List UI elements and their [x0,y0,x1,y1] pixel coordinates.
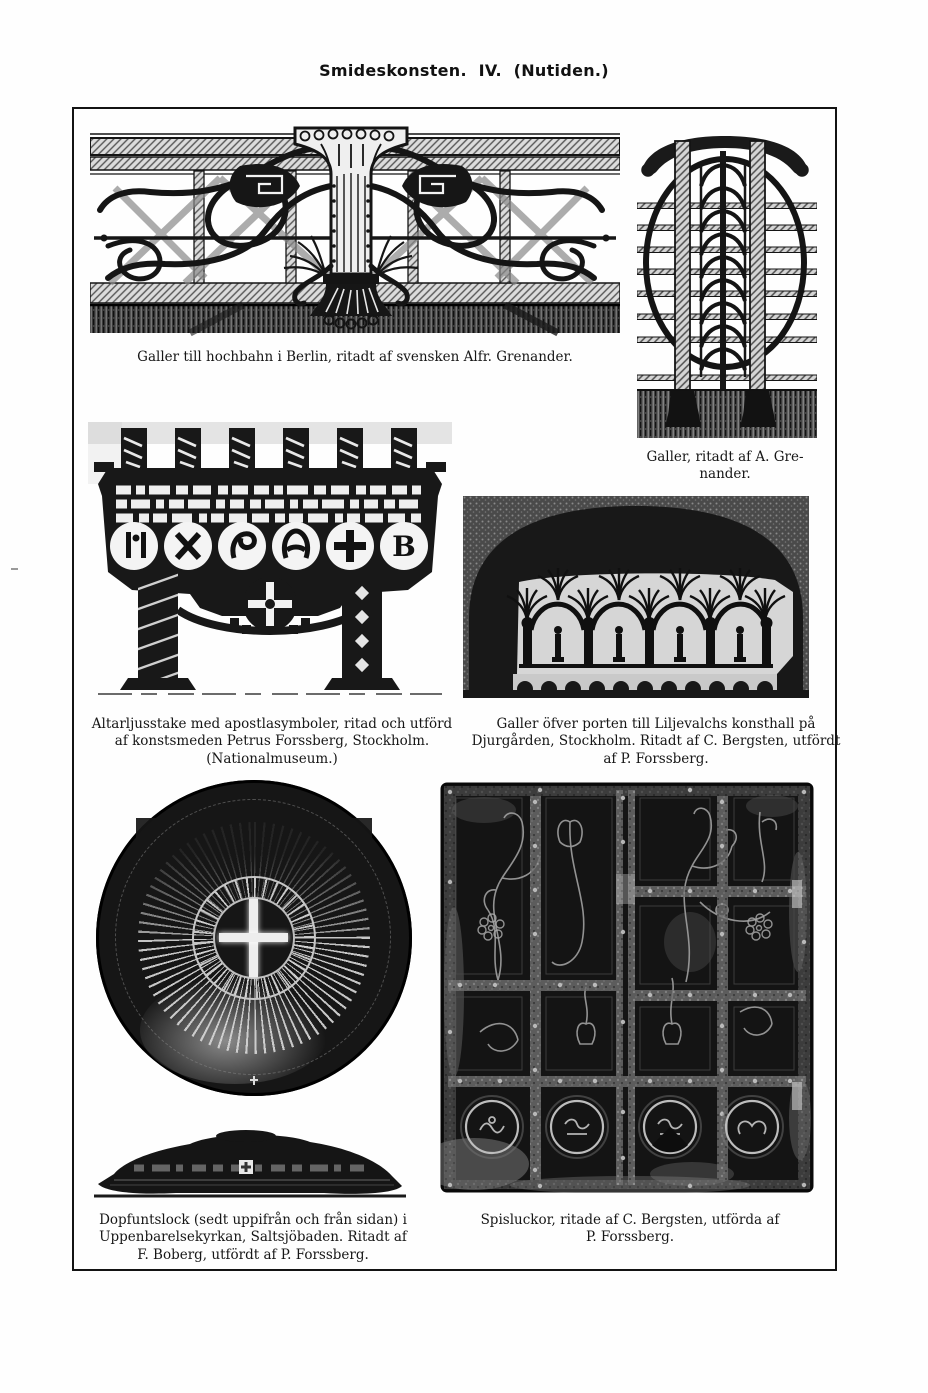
margin-mark [11,568,18,570]
caption-grenander-grille: Galler, ritadt af A. Gre- nander. [646,449,804,483]
apostle-monogram: B [392,530,416,563]
font-lid-top-view [96,780,412,1096]
grenander-grille-illustration [637,125,817,438]
berlin-railing-illustration [90,126,620,340]
caption-font-lid: Dopfuntslock (sedt uppifrån och från sid… [99,1212,407,1263]
lid-outer-ring [115,799,391,1075]
caption-berlin-railing: Galler till hochbahn i Berlin, ritadt af… [137,349,573,365]
lid-cross-icon [219,933,288,942]
plate-title: Smideskonsten. IV. (Nutiden.) [319,61,609,80]
caption-fire-hatches: Spisluckor, ritade af C. Bergsten, utför… [480,1212,780,1246]
fireplace-hatches-photo [440,782,814,1193]
caption-liljevalchs-grille: Galler öfver porten till Liljevalchs kon… [471,716,841,767]
caption-altar-candlestick: Altarljusstake med apostlasymboler, rita… [91,716,453,767]
liljevalchs-grille-photo [463,496,809,698]
font-lid-side-view [94,1122,406,1200]
plate-border [72,107,837,1271]
altar-candlestick-illustration: B [88,422,452,700]
lid-rim-cross-icon [250,1079,258,1081]
